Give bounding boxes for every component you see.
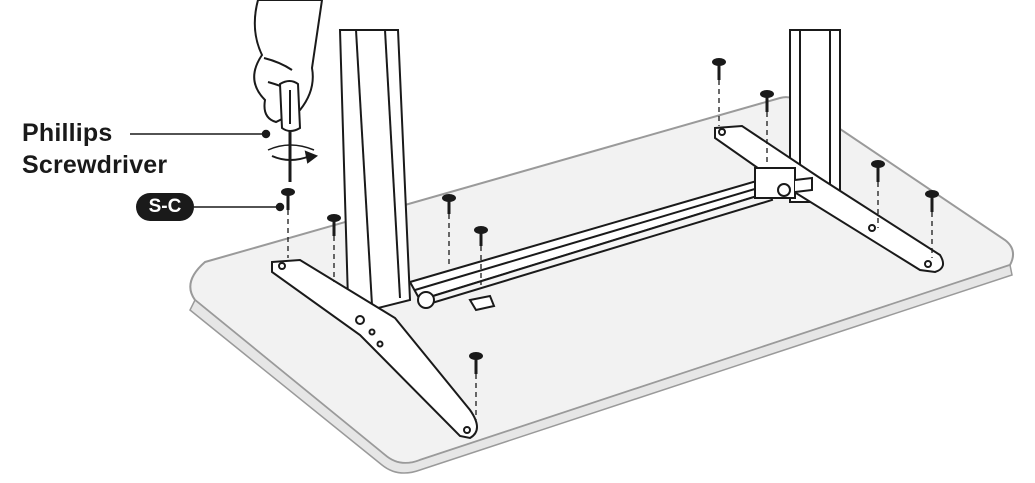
screw-8: [871, 160, 885, 228]
left-leg-foot: [271, 258, 478, 440]
leaders: [130, 129, 285, 212]
screw-1: [281, 188, 295, 258]
left-leg: [271, 29, 478, 440]
screw-5: [469, 352, 483, 420]
screw-3: [442, 194, 456, 268]
tool-label-line1: Phillips: [22, 119, 113, 147]
tool-label-line2: Screwdriver: [22, 151, 168, 179]
left-leg-column: [338, 29, 412, 312]
right-leg-foot: [714, 124, 945, 274]
crossbar: [408, 167, 813, 312]
screw-code-badge: S-C: [136, 193, 194, 221]
screw-6: [712, 58, 726, 126]
tool-leader-dot: [261, 129, 271, 139]
screw-4: [474, 226, 488, 285]
screw-7: [760, 90, 774, 165]
crossbar-tab: [468, 294, 496, 312]
hand-icon: [253, 0, 324, 124]
right-leg: [714, 29, 945, 274]
screw-9: [925, 190, 939, 258]
screws: [281, 58, 939, 420]
hand-with-screwdriver: [253, 0, 324, 182]
screw-2: [327, 214, 341, 282]
tabletop-edge: [189, 264, 1013, 474]
screw-leader-dot: [275, 202, 285, 212]
